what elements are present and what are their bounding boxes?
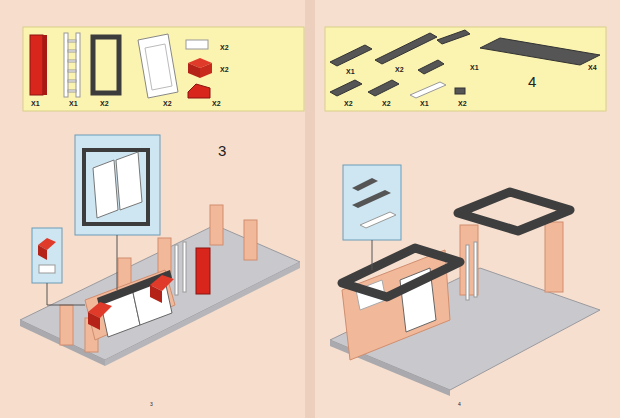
part-count: X2 — [220, 44, 229, 51]
part-count: X2 — [212, 100, 221, 107]
part-count: X1 — [420, 100, 429, 107]
part-count: X1 — [31, 100, 40, 107]
part-count: X4 — [588, 64, 597, 71]
part-count: X2 — [163, 100, 172, 107]
part-count: X2 — [344, 100, 353, 107]
part-count: X2 — [382, 100, 391, 107]
part-count: X1 — [69, 100, 78, 107]
page-number: 3 — [150, 402, 153, 407]
step-number: 4 — [528, 74, 536, 89]
part-count: X2 — [395, 66, 404, 73]
step-number: 3 — [218, 143, 226, 158]
part-count: X2 — [458, 100, 467, 107]
part-count: X1 — [470, 64, 479, 71]
page-number: 4 — [458, 402, 461, 407]
part-count: X2 — [100, 100, 109, 107]
part-count: X2 — [220, 66, 229, 73]
part-count: X1 — [346, 68, 355, 75]
